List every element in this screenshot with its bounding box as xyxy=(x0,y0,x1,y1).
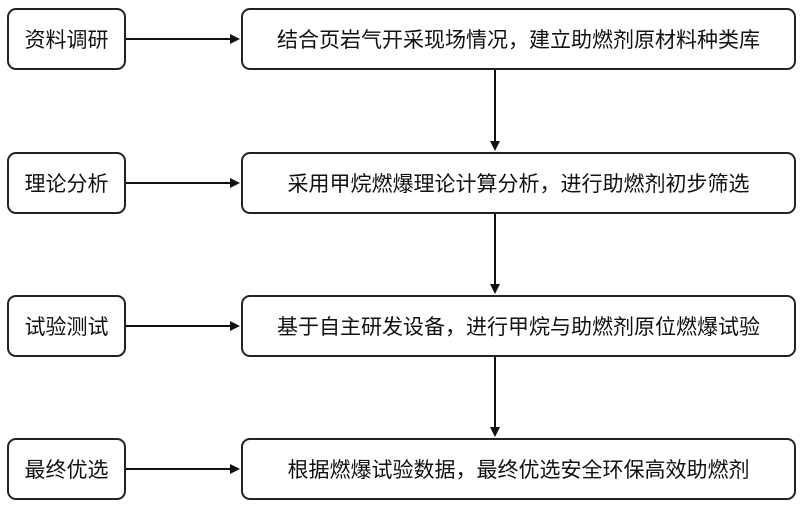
desc-box-testing: 基于自主研发设备，进行甲烷与助燃剂原位燃爆试验 xyxy=(241,295,796,357)
stage-box-research: 资料调研 xyxy=(7,8,126,70)
desc-box-research: 结合页岩气开采现场情况，建立助燃剂原材料种类库 xyxy=(241,8,796,70)
desc-label: 根据燃爆试验数据，最终优选安全环保高效助燃剂 xyxy=(287,458,750,482)
desc-box-theory: 采用甲烷燃爆理论计算分析，进行助燃剂初步筛选 xyxy=(241,152,796,214)
desc-label: 采用甲烷燃爆理论计算分析，进行助燃剂初步筛选 xyxy=(287,172,750,196)
desc-box-selection: 根据燃爆试验数据，最终优选安全环保高效助燃剂 xyxy=(241,438,796,500)
stage-label: 资料调研 xyxy=(24,28,109,52)
stage-box-testing: 试验测试 xyxy=(7,295,126,357)
desc-label: 结合页岩气开采现场情况，建立助燃剂原材料种类库 xyxy=(277,28,760,52)
stage-box-theory: 理论分析 xyxy=(7,152,126,214)
stage-label: 理论分析 xyxy=(24,172,109,196)
stage-label: 最终优选 xyxy=(24,458,109,482)
desc-label: 基于自主研发设备，进行甲烷与助燃剂原位燃爆试验 xyxy=(277,315,760,339)
stage-box-selection: 最终优选 xyxy=(7,438,126,500)
stage-label: 试验测试 xyxy=(24,315,109,339)
